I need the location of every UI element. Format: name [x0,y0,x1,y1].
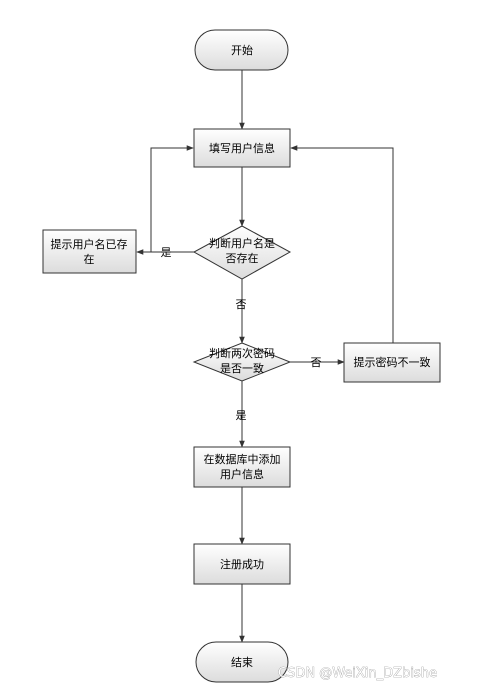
name-exists-box [42,229,137,274]
name-exists-label-1: 提示用户名已存 [51,237,128,251]
end-label: 结束 [231,656,253,669]
add-db-box [193,446,291,488]
register-ok-label: 注册成功 [220,557,264,571]
connectors [136,70,394,643]
name-exists-label-2: 在 [84,253,95,266]
edge-label-pwd-yes: 是 [236,409,247,422]
add-db-label-2: 用户信息 [220,467,264,481]
check-name-label-2: 否存在 [226,251,259,265]
edge-label-name-yes: 是 [161,246,172,259]
add-db-label-1: 在数据库中添加 [204,452,281,466]
check-pwd-label-2: 是否一致 [220,361,264,375]
check-pwd-label-1: 判断两次密码 [209,346,275,360]
fill-info-box [193,128,291,168]
start-label: 开始 [231,43,253,57]
check-pwd-diamond [192,342,292,382]
edge-label-name-no: 否 [236,298,247,311]
fill-info-label: 填写用户信息 [209,141,275,155]
check-name-label-1: 判断用户名是 [209,236,275,250]
check-name-diamond [192,225,292,280]
edge-mismatch-loopback [290,145,394,343]
pwd-mismatch-label: 提示密码不一致 [354,355,431,369]
start-terminator [194,29,289,71]
pwd-mismatch-box [343,342,441,383]
watermark: CSDN @WeiXin_DZbishe [278,666,437,681]
edge-label-pwd-no: 否 [311,356,322,369]
register-ok-box [193,543,291,585]
edge-exists-loopback [150,145,194,252]
end-terminator [195,641,289,683]
